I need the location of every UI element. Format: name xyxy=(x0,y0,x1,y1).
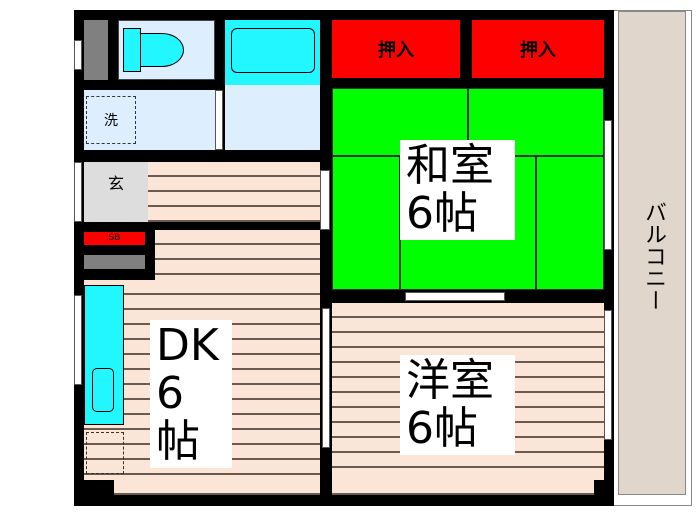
door[interactable] xyxy=(320,170,330,230)
bathroom xyxy=(225,20,320,150)
closet-left: 押入 xyxy=(332,20,460,78)
washitsu-floor xyxy=(332,88,604,290)
washer-space: 洗 xyxy=(86,96,136,144)
window xyxy=(74,40,82,70)
door[interactable] xyxy=(215,90,223,150)
sink-icon xyxy=(92,368,114,412)
genkan: 玄 xyxy=(84,162,148,222)
fridge-space xyxy=(86,432,124,474)
balcony-label: バルコニー xyxy=(641,201,666,311)
dk-floor xyxy=(148,162,320,222)
toilet-tank-icon xyxy=(123,28,141,72)
window xyxy=(74,295,82,385)
sliding-door[interactable] xyxy=(322,308,330,448)
dk-label: DK 6帖 xyxy=(150,320,232,468)
youshitsu-label: 洋室 6帖 xyxy=(400,355,515,455)
toilet-bowl-icon xyxy=(140,33,184,67)
entrance-door[interactable] xyxy=(74,162,82,222)
dk-floor xyxy=(155,230,320,280)
window xyxy=(604,120,612,250)
kitchen-counter xyxy=(84,285,124,425)
laundry-room: 洗 xyxy=(84,90,215,150)
storage-gray xyxy=(84,20,108,80)
closet-right: 押入 xyxy=(472,20,604,78)
window xyxy=(604,310,612,440)
toilet-room xyxy=(118,20,215,80)
sliding-door[interactable] xyxy=(405,292,505,301)
storage-gray xyxy=(84,255,145,269)
balcony: バルコニー xyxy=(612,10,692,506)
shoe-box: SB xyxy=(84,232,145,245)
washitsu-label: 和室 6帖 xyxy=(400,140,515,240)
bathtub-icon xyxy=(231,28,315,73)
